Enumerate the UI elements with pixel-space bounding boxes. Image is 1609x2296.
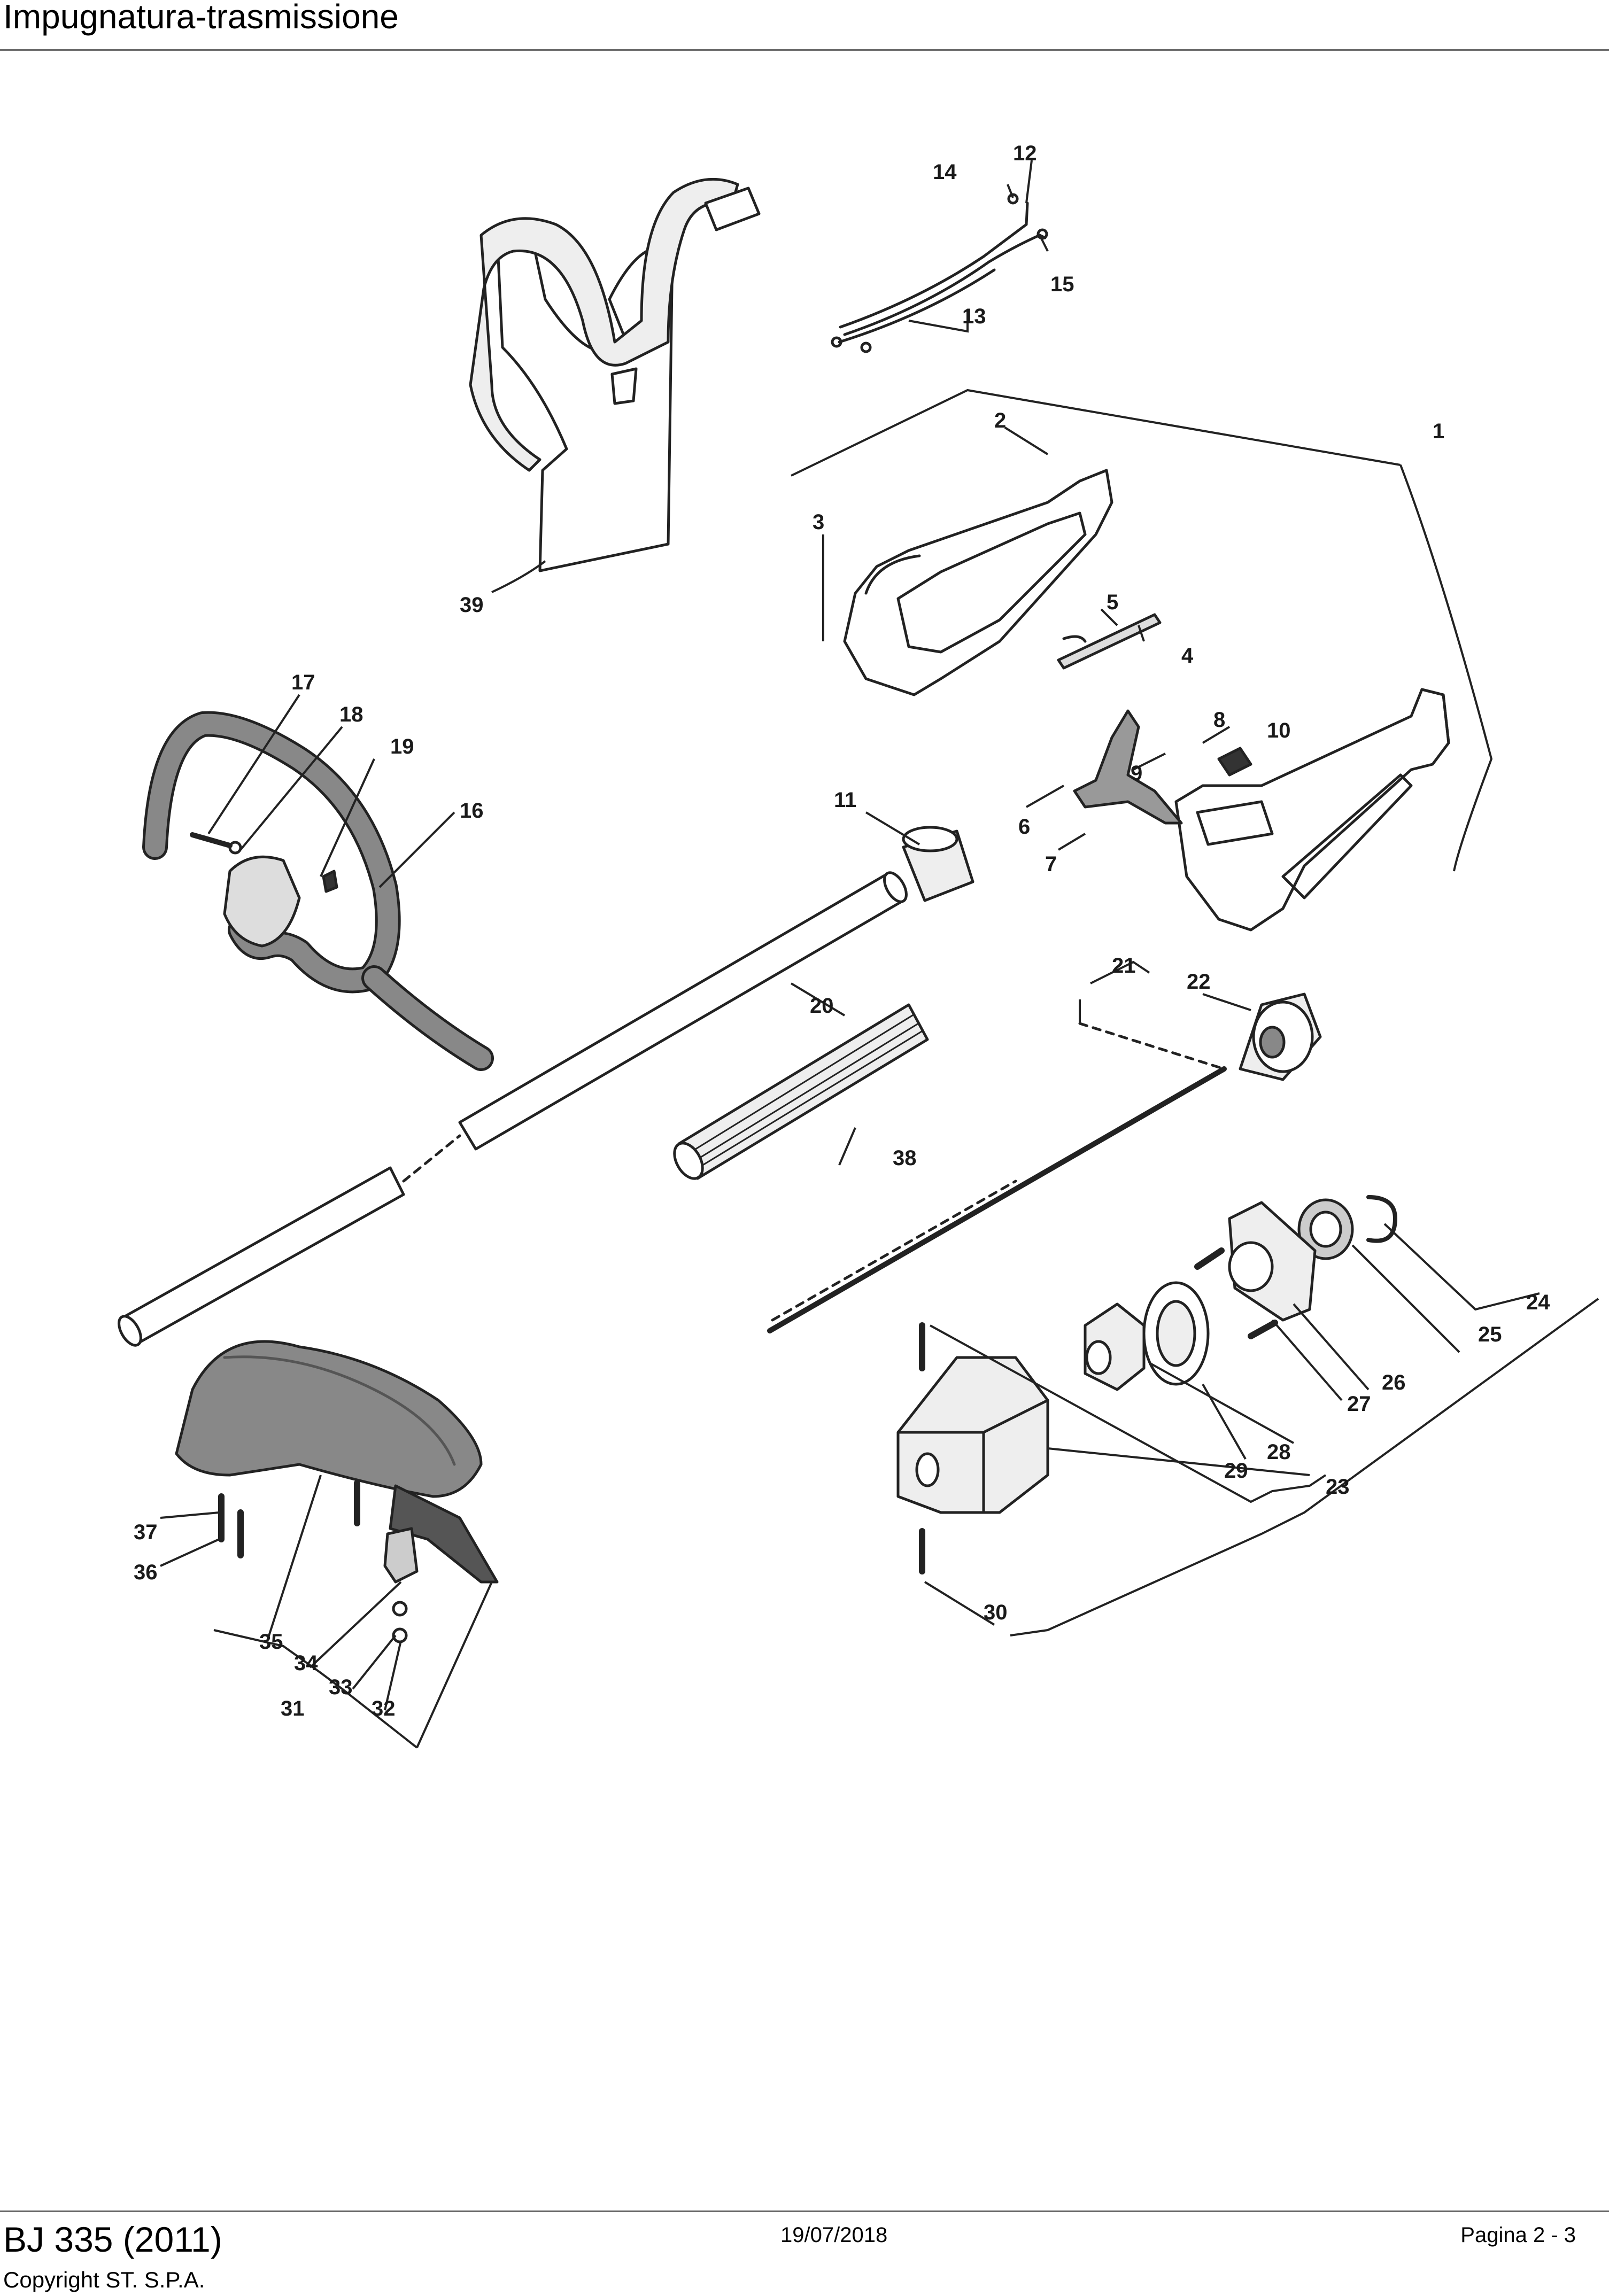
callout-17: 17 (291, 671, 315, 694)
callout-22: 22 (1187, 970, 1211, 994)
callout-24: 24 (1526, 1291, 1550, 1314)
callout-11: 11 (834, 788, 856, 812)
callout-20: 20 (810, 994, 834, 1018)
callout-19: 19 (390, 735, 414, 758)
screw-part (190, 832, 233, 848)
callout-12: 12 (1013, 142, 1037, 165)
guard-bolt-part (218, 1480, 360, 1558)
footer-divider (0, 2210, 1609, 2212)
page-title: Impugnatura-trasmissione (3, 0, 399, 36)
callout-26: 26 (1382, 1371, 1406, 1394)
callout-32: 32 (372, 1697, 396, 1720)
callout-27: 27 (1347, 1392, 1371, 1416)
callout-29: 29 (1224, 1459, 1248, 1483)
bearing-part (1297, 1198, 1354, 1260)
grass-guard-part (175, 1340, 499, 1584)
callout-34: 34 (294, 1651, 318, 1675)
callout-38: 38 (893, 1146, 917, 1170)
callout-labels: 1 2 3 4 5 6 7 8 9 10 11 12 13 14 15 16 1… (134, 142, 1550, 1720)
page-number: Pagina 2 - 3 (1460, 2223, 1576, 2247)
callout-36: 36 (134, 1561, 158, 1584)
callout-33: 33 (329, 1676, 353, 1699)
callout-13: 13 (962, 305, 986, 328)
spring-part (1062, 635, 1087, 643)
callout-18: 18 (339, 703, 363, 726)
callout-6: 6 (1018, 815, 1030, 839)
gear-housing-flange-part (1228, 1201, 1317, 1322)
clutch-plate-part (1142, 1281, 1210, 1386)
drive-shaft-liner (673, 1003, 929, 1180)
callout-3: 3 (813, 510, 824, 534)
link-rod-part (1057, 613, 1162, 670)
callout-4: 4 (1181, 644, 1194, 668)
callout-37: 37 (134, 1521, 158, 1544)
callout-39: 39 (460, 593, 484, 617)
handle-housing-lower (1174, 688, 1450, 932)
callout-31: 31 (281, 1697, 305, 1720)
stop-switch-part (1217, 747, 1252, 777)
bolt-part (1194, 1247, 1225, 1270)
handle-housing-upper (843, 469, 1113, 696)
callout-9: 9 (1131, 762, 1142, 785)
wiring-harness-part (831, 193, 1048, 353)
callout-16: 16 (460, 799, 484, 823)
callout-23: 23 (1326, 1475, 1350, 1499)
drive-tube-lower (118, 1166, 405, 1347)
harness-part (469, 177, 761, 572)
callout-10: 10 (1267, 719, 1291, 742)
loop-handle-part (142, 711, 494, 1071)
callout-5: 5 (1107, 591, 1118, 614)
callout-14: 14 (933, 160, 957, 184)
callout-21: 21 (1112, 954, 1136, 978)
copyright-text: Copyright ST. S.P.A. (3, 2267, 205, 2292)
drive-shaft-part (767, 1066, 1227, 1333)
callout-25: 25 (1478, 1323, 1502, 1346)
callout-8: 8 (1213, 708, 1225, 732)
model-name: BJ 335 (2011) (3, 2220, 222, 2259)
callout-30: 30 (984, 1601, 1008, 1624)
callout-1: 1 (1433, 420, 1444, 443)
clutch-drum-part (1239, 992, 1322, 1081)
callout-28: 28 (1267, 1440, 1291, 1464)
callout-7: 7 (1045, 852, 1057, 876)
throttle-trigger-part (1073, 709, 1183, 825)
header-divider (0, 49, 1609, 51)
bolt-part-2 (1248, 1320, 1278, 1339)
callout-2: 2 (994, 409, 1006, 432)
gear-box-housing-part (896, 1356, 1049, 1514)
circlip-part (1366, 1195, 1397, 1243)
print-date: 19/07/2018 (780, 2223, 888, 2247)
washer-part (228, 841, 242, 855)
coupling-part (1084, 1302, 1146, 1391)
guard-washer-part (392, 1601, 408, 1617)
callout-15: 15 (1050, 273, 1074, 296)
drive-tube-upper (458, 871, 908, 1151)
callout-35: 35 (259, 1630, 283, 1654)
